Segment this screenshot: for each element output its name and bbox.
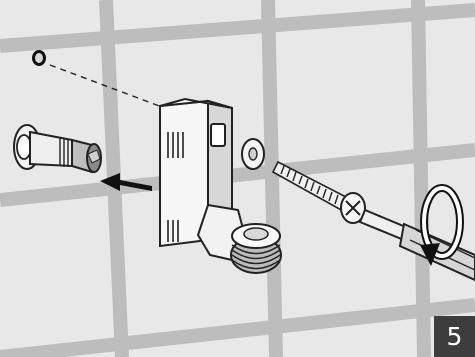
washer: [242, 139, 264, 169]
wall-hole: [32, 50, 46, 66]
step-number-badge: 5: [434, 316, 475, 357]
threaded-outlet: [231, 224, 281, 273]
valve-slot: [211, 124, 225, 146]
